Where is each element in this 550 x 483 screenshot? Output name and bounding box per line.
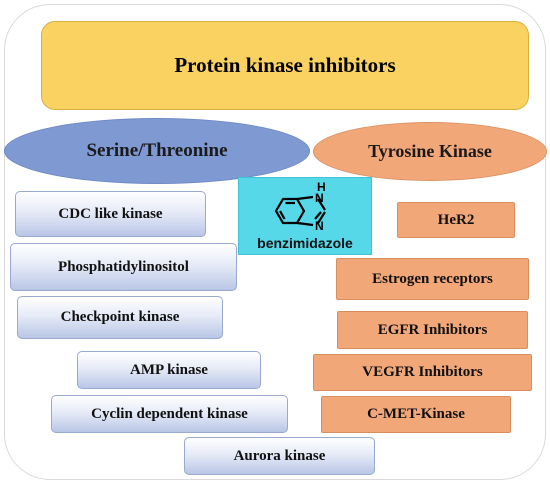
serine-item-label: Cyclin dependent kinase (91, 405, 248, 422)
tyrosine-item-label: HeR2 (437, 211, 475, 228)
title-box: Protein kinase inhibitors (41, 21, 529, 110)
serine-item-cyclin: Cyclin dependent kinase (51, 395, 288, 433)
tyrosine-kinase-ellipse: Tyrosine Kinase (313, 122, 547, 181)
tyrosine-item-egfr: EGFR Inhibitors (337, 311, 528, 349)
serine-item-cdc: CDC like kinase (15, 191, 206, 237)
serine-item-checkpoint: Checkpoint kinase (17, 296, 223, 339)
tyrosine-item-label: C-MET-Kinase (367, 406, 465, 422)
benzimidazole-box: N H N benzimidazole (238, 177, 372, 255)
serine-threonine-label: Serine/Threonine (86, 140, 228, 161)
tyrosine-item-label: EGFR Inhibitors (377, 321, 488, 338)
title-text: Protein kinase inhibitors (174, 53, 396, 77)
serine-item-phosphatidylinositol: Phosphatidylinositol (10, 243, 237, 291)
serine-item-amp: AMP kinase (77, 351, 261, 389)
n-label: N (315, 219, 324, 233)
serine-item-label: CDC like kinase (58, 205, 163, 222)
tyrosine-item-estrogen: Estrogen receptors (336, 258, 529, 300)
nh-h-label: H (317, 180, 326, 194)
serine-threonine-ellipse: Serine/Threonine (4, 118, 310, 184)
serine-item-label: Aurora kinase (233, 447, 326, 464)
tyrosine-item-label: Estrogen receptors (372, 270, 493, 287)
tyrosine-kinase-label: Tyrosine Kinase (368, 141, 492, 161)
tyrosine-item-her2: HeR2 (397, 202, 515, 238)
serine-item-aurora: Aurora kinase (184, 437, 375, 475)
tyrosine-item-label: VEGFR Inhibitors (362, 364, 483, 380)
tyrosine-item-vegfr: VEGFR Inhibitors (313, 354, 532, 391)
benzimidazole-label: benzimidazole (257, 235, 353, 251)
serine-item-label: Checkpoint kinase (60, 309, 180, 325)
serine-item-label: Phosphatidylinositol (58, 258, 189, 275)
nh-n-label: N (315, 191, 324, 205)
benzimidazole-structure-icon: N H N (274, 180, 326, 233)
serine-item-label: AMP kinase (130, 361, 208, 378)
tyrosine-item-cmet: C-MET-Kinase (321, 396, 511, 433)
